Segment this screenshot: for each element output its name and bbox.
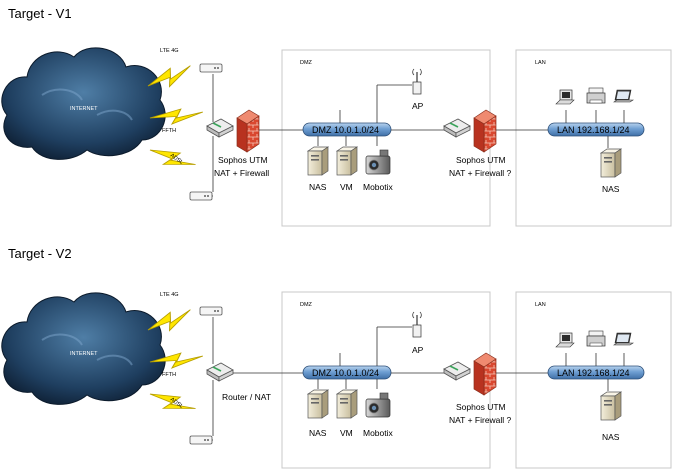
lan-printer-icon (586, 87, 606, 104)
lan-laptop-icon (613, 332, 634, 346)
edge-label-line1: Sophos UTM (218, 155, 268, 165)
dmz-nas-server-icon (307, 389, 329, 419)
ap-label: AP (412, 345, 424, 355)
lan-fw-label-line1: Sophos UTM (456, 402, 506, 412)
edge-firewall-icon (236, 109, 260, 153)
cloud-label: INTERNET (70, 351, 98, 357)
dmz-server-label-nas: NAS (309, 428, 327, 438)
dmz-zone-box (281, 291, 491, 469)
dmz-vm-server-icon (336, 389, 358, 419)
lan-fw-label-line2: NAT + Firewall ? (449, 415, 512, 425)
lan-pc-icon (555, 332, 575, 348)
link-label-lte: LTE 4G (160, 292, 179, 298)
diagram-title: Target - V1 (8, 6, 72, 21)
dmz-server-label-mobotix: Mobotix (363, 182, 394, 192)
lan-nas-server-icon (600, 391, 622, 421)
lan-laptop-icon (613, 89, 634, 103)
edge-label-line2: NAT + Firewall (214, 168, 269, 178)
dmz-nas-server-icon (307, 146, 329, 176)
lan-pc-icon (555, 89, 575, 105)
dmz-zone-label: DMZ (300, 302, 313, 308)
lan-printer-icon (586, 330, 606, 347)
adsl-modem-icon (189, 435, 213, 445)
dmz-server-label-nas: NAS (309, 182, 327, 192)
dmz-server-label-mobotix: Mobotix (363, 428, 394, 438)
dmz-bus (302, 365, 392, 380)
lan-router-icon (443, 361, 471, 381)
lan-zone-box (515, 291, 672, 469)
dmz-server-label-vm: VM (340, 182, 353, 192)
ap-icon (412, 311, 422, 338)
dmz-zone-box (281, 49, 491, 227)
ap-icon (412, 68, 422, 95)
lan-router-icon (443, 118, 471, 138)
lan-bus-label: LAN 192.168.1/24 (557, 125, 630, 135)
lte-modem-icon (199, 306, 223, 316)
lan-zone-box (515, 49, 672, 227)
diagram-v2: Target - V2 DMZ LAN INTERNET LTE 4G FFTH… (0, 246, 672, 469)
adsl-modem-icon (189, 191, 213, 201)
lan-nas-label: NAS (602, 432, 620, 442)
lan-firewall-icon (473, 352, 497, 396)
dmz-bus-label: DMZ 10.0.1.0/24 (312, 125, 379, 135)
lte-modem-icon (199, 63, 223, 73)
dmz-zone-label: DMZ (300, 60, 313, 66)
lan-firewall-icon (473, 109, 497, 153)
lan-nas-server-icon (600, 148, 622, 178)
dmz-server-label-vm: VM (340, 428, 353, 438)
diagram-v1: Target - V1 DMZ LAN INTERNET LTE 4G FFTH… (0, 6, 672, 227)
link-label-ffth: FFTH (162, 128, 176, 134)
dmz-bus-label: DMZ 10.0.1.0/24 (312, 368, 379, 378)
dmz-bus (302, 122, 392, 137)
lan-fw-label-line2: NAT + Firewall ? (449, 168, 512, 178)
lan-zone-label: LAN (535, 60, 546, 66)
lan-bus-label: LAN 192.168.1/24 (557, 368, 630, 378)
dmz-vm-server-icon (336, 146, 358, 176)
internet-cloud-icon (0, 291, 167, 406)
link-label-ffth: FFTH (162, 372, 176, 378)
edge-router-icon (206, 362, 234, 382)
lan-fw-label-line1: Sophos UTM (456, 155, 506, 165)
edge-router-icon (206, 118, 234, 138)
cloud-label: INTERNET (70, 106, 98, 112)
edge-label-line1: Router / NAT (222, 392, 271, 402)
ap-label: AP (412, 101, 424, 111)
mobotix-camera-icon (365, 392, 391, 418)
internet-cloud-icon (0, 46, 167, 161)
lan-zone-label: LAN (535, 302, 546, 308)
lan-nas-label: NAS (602, 184, 620, 194)
mobotix-camera-icon (365, 149, 391, 175)
diagram-title: Target - V2 (8, 246, 72, 261)
link-label-lte: LTE 4G (160, 48, 179, 54)
